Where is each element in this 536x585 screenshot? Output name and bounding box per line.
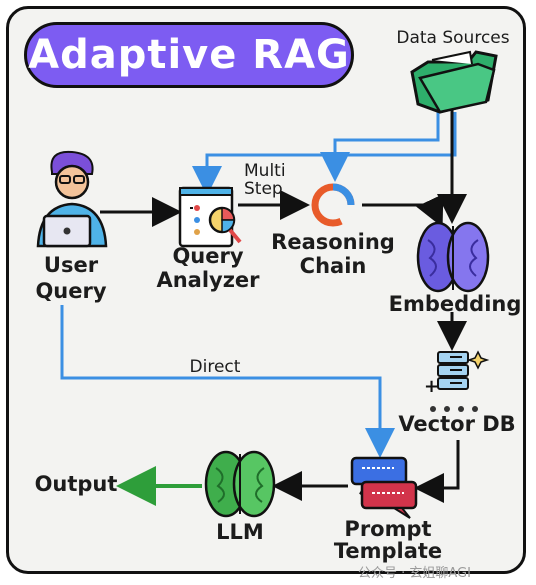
multi-step-line-1: Multi	[244, 161, 286, 181]
user-query-label: User Query	[28, 252, 114, 304]
query-analyzer-line-1: Query	[172, 244, 244, 268]
svg-text:+: +	[424, 376, 439, 397]
embedding-label: Embedding	[388, 292, 522, 316]
query-analyzer-line-2: Analyzer	[156, 268, 260, 292]
reasoning-chain-line-1: Reasoning	[271, 230, 395, 254]
user-query-line-2: Query	[35, 279, 107, 303]
direct-edge-label: Direct	[189, 357, 241, 377]
prompt-template-label: Prompt Template	[326, 518, 450, 562]
arrow-reasoning-to-embedding	[362, 193, 444, 228]
watermark-text: 公众号 · 玄姐聊AGI	[358, 566, 471, 581]
multi-step-line-2: Step	[244, 179, 283, 199]
prompt-template-line-2: Template	[333, 539, 443, 563]
folder-icon	[410, 50, 498, 114]
arrow-datasources-to-reasoning	[320, 108, 440, 182]
query-analyzer-label: Query Analyzer	[156, 244, 260, 292]
reasoning-chain-label: Reasoning Chain	[270, 230, 396, 278]
multi-step-edge-label: Multi Step	[244, 162, 302, 198]
prompt-template-icon	[350, 456, 418, 519]
output-label: Output	[34, 472, 118, 496]
user-icon	[36, 150, 108, 248]
data-sources-label: Data Sources	[396, 28, 510, 48]
vector-db-icon: +	[424, 350, 490, 412]
vector-db-label: Vector DB	[398, 412, 516, 436]
reasoning-chain-line-2: Chain	[299, 254, 367, 278]
diagram-title: Adaptive RAG	[24, 22, 354, 88]
embedding-brain-icon	[416, 221, 490, 293]
arrow-datasources-to-analyzer	[192, 112, 457, 196]
llm-brain-icon	[204, 450, 276, 518]
reasoning-chain-icon	[311, 183, 355, 227]
arrow-direct-user-to-prompt	[60, 305, 395, 458]
prompt-template-line-1: Prompt	[344, 517, 432, 541]
analyzer-icon	[178, 186, 242, 248]
user-query-line-1: User	[43, 253, 99, 277]
arrow-vectordb-to-prompt	[414, 440, 460, 503]
llm-label: LLM	[216, 520, 264, 544]
